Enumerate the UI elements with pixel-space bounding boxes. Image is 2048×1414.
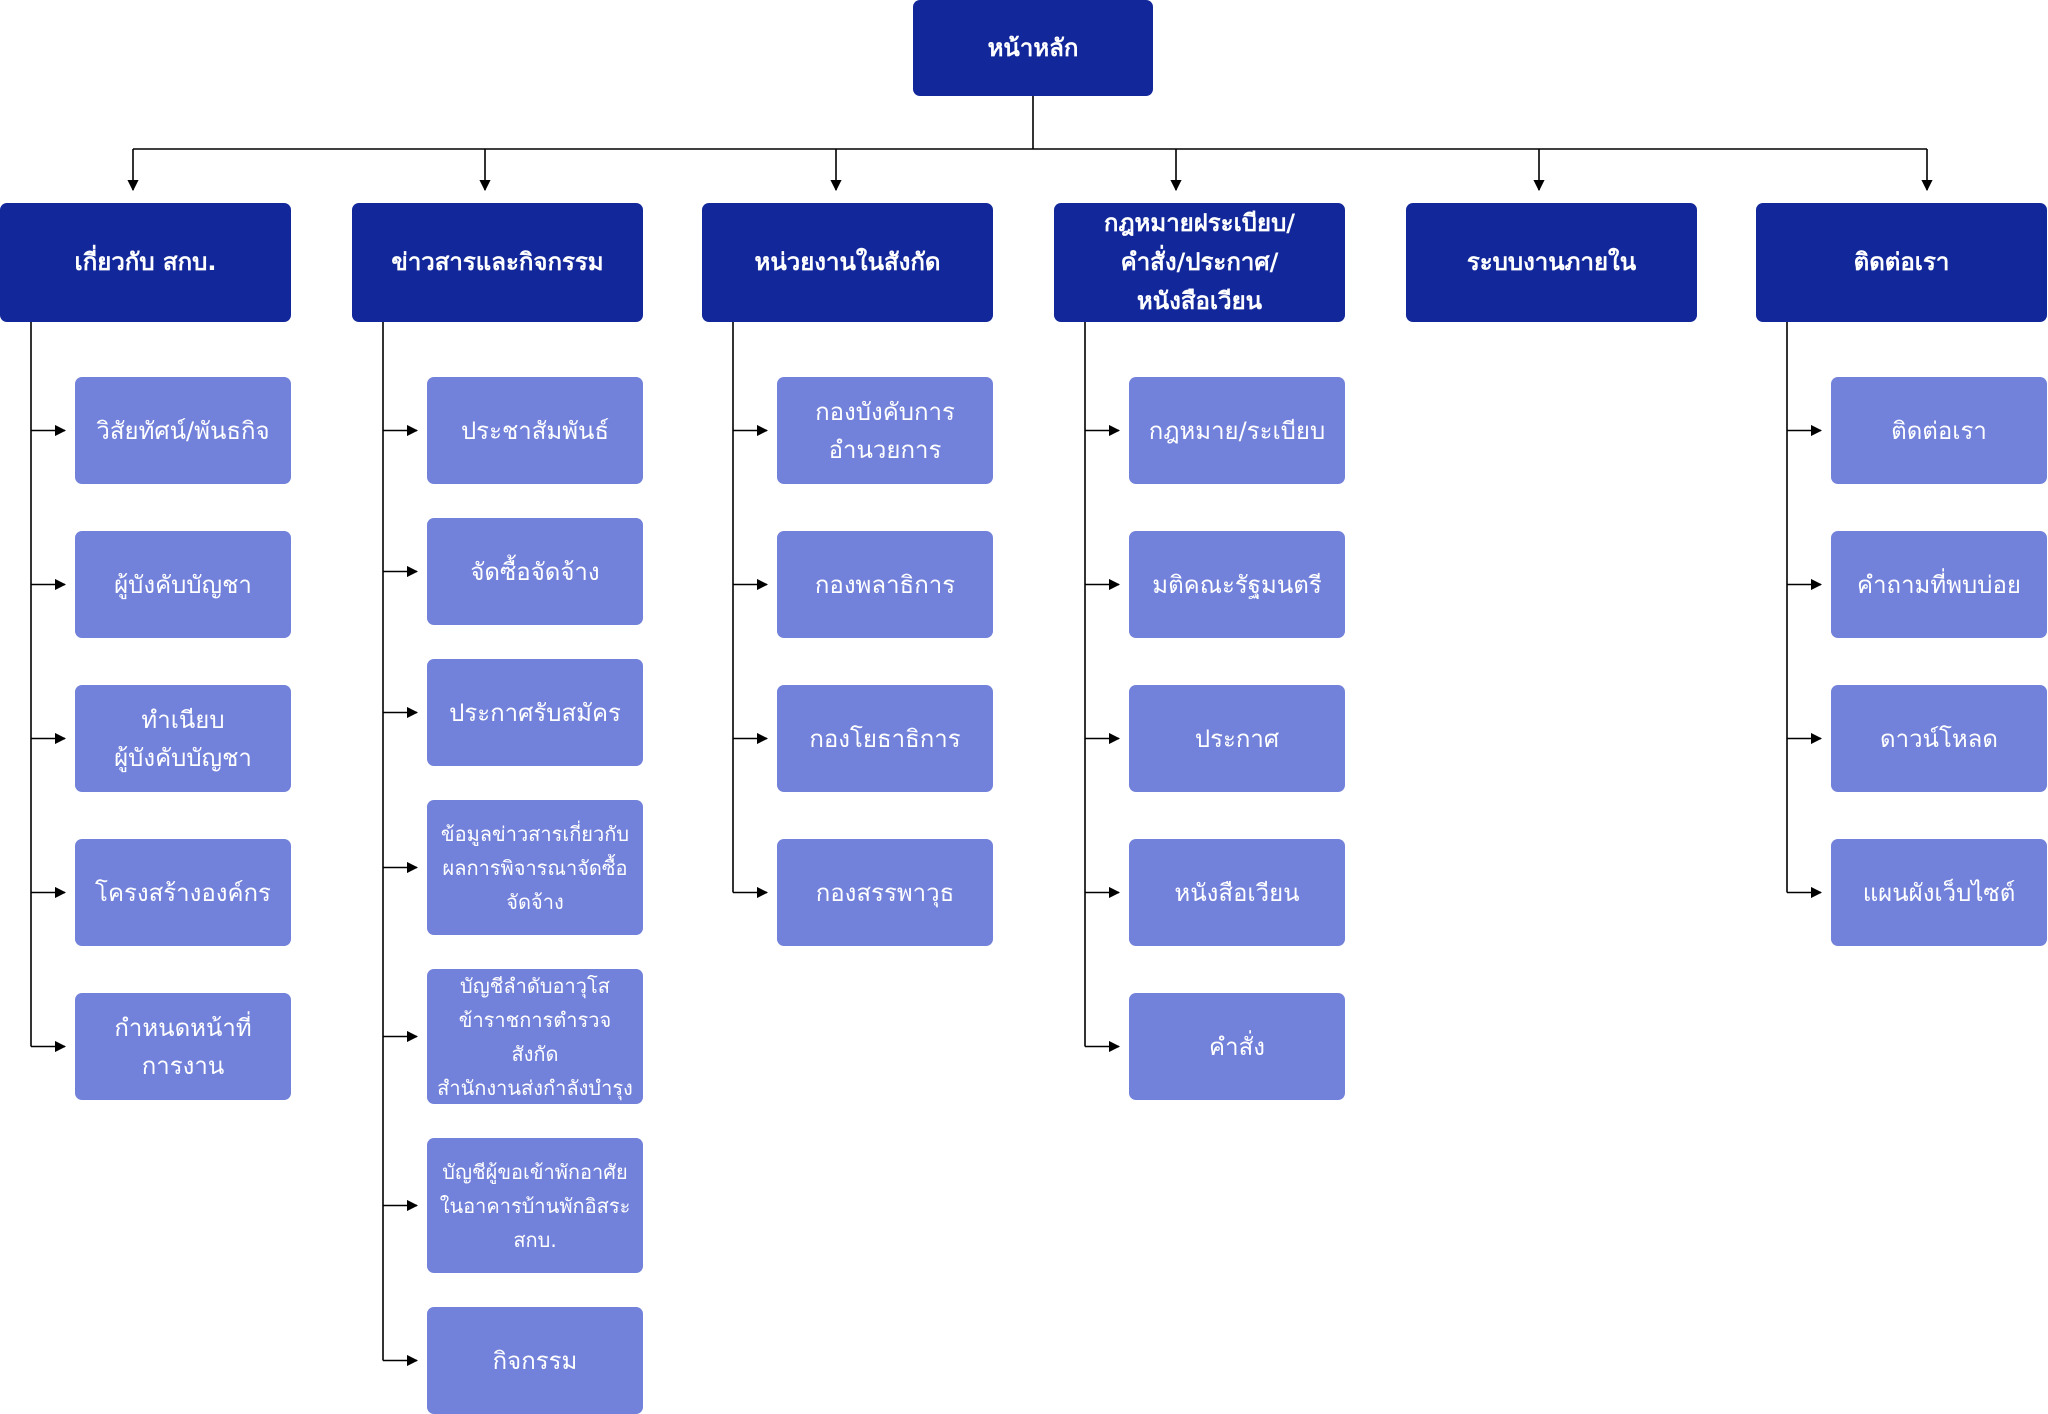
item-node-3-3[interactable]: หนังสือเวียน	[1129, 839, 1345, 946]
item-node-0-0[interactable]: วิสัยทัศน์/พันธกิจ	[75, 377, 291, 484]
section-node-5[interactable]: ติดต่อเรา	[1756, 203, 2047, 322]
section-node-0[interactable]: เกี่ยวกับ สกบ.	[0, 203, 291, 322]
item-node-2-3[interactable]: กองสรรพาวุธ	[777, 839, 993, 946]
item-node-2-2[interactable]: กองโยธาธิการ	[777, 685, 993, 792]
item-node-1-6[interactable]: กิจกรรม	[427, 1307, 643, 1414]
item-node-0-4[interactable]: กำหนดหน้าที่ การงาน	[75, 993, 291, 1100]
item-node-5-0[interactable]: ติดต่อเรา	[1831, 377, 2047, 484]
item-node-1-0[interactable]: ประชาสัมพันธ์	[427, 377, 643, 484]
item-node-1-4[interactable]: บัญชีลำดับอาวุโส ข้าราชการตำรวจ สังกัด ส…	[427, 969, 643, 1104]
section-node-1[interactable]: ข่าวสารและกิจกรรม	[352, 203, 643, 322]
item-node-3-2[interactable]: ประกาศ	[1129, 685, 1345, 792]
item-node-1-2[interactable]: ประกาศรับสมัคร	[427, 659, 643, 766]
item-node-5-3[interactable]: แผนผังเว็บไซต์	[1831, 839, 2047, 946]
item-node-5-1[interactable]: คำถามที่พบบ่อย	[1831, 531, 2047, 638]
root-node-home[interactable]: หน้าหลัก	[913, 0, 1153, 96]
item-node-0-1[interactable]: ผู้บังคับบัญชา	[75, 531, 291, 638]
item-node-1-5[interactable]: บัญชีผู้ขอเข้าพักอาศัย ในอาคารบ้านพักอิส…	[427, 1138, 643, 1273]
item-node-2-1[interactable]: กองพลาธิการ	[777, 531, 993, 638]
item-node-3-1[interactable]: มติคณะรัฐมนตรี	[1129, 531, 1345, 638]
item-node-1-3[interactable]: ข้อมูลข่าวสารเกี่ยวกับ ผลการพิจารณาจัดซื…	[427, 800, 643, 935]
section-node-4[interactable]: ระบบงานภายใน	[1406, 203, 1697, 322]
item-node-3-4[interactable]: คำสั่ง	[1129, 993, 1345, 1100]
item-node-0-3[interactable]: โครงสร้างองค์กร	[75, 839, 291, 946]
item-node-1-1[interactable]: จัดซื้อจัดจ้าง	[427, 518, 643, 625]
item-node-5-2[interactable]: ดาวน์โหลด	[1831, 685, 2047, 792]
section-node-3[interactable]: กฎหมายฝระเบียบ/ คำสั่ง/ประกาศ/ หนังสือเว…	[1054, 203, 1345, 322]
item-node-2-0[interactable]: กองบังคับการ อำนวยการ	[777, 377, 993, 484]
item-node-0-2[interactable]: ทำเนียบ ผู้บังคับบัญชา	[75, 685, 291, 792]
section-node-2[interactable]: หน่วยงานในสังกัด	[702, 203, 993, 322]
item-node-3-0[interactable]: กฎหมาย/ระเบียบ	[1129, 377, 1345, 484]
